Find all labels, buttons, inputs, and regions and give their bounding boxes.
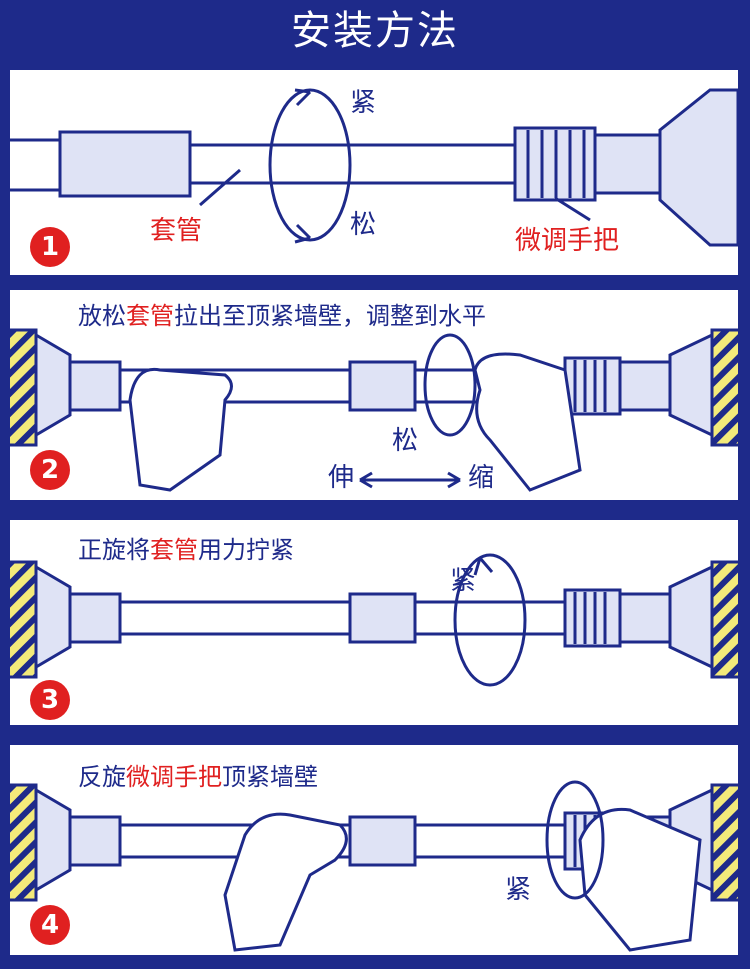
loose-label: 松 (392, 426, 419, 456)
step-4-text-b: 微调手把 (126, 763, 222, 791)
step-number-badge: 2 (30, 450, 70, 490)
shrink-label: 缩 (468, 463, 495, 493)
step-3-text-c: 用力拧紧 (198, 536, 294, 564)
tight-label: 紧 (450, 566, 477, 596)
fine-tune-handle-label: 微调手把 (515, 226, 620, 256)
step-number-badge: 1 (30, 227, 70, 267)
rod-illustration-3 (10, 553, 738, 687)
step-1-panel: 套管 紧 松 微调手把 1 (10, 70, 738, 275)
rod-illustration-4 (10, 780, 738, 952)
loose-label: 松 (350, 210, 377, 240)
page-title: 安装方法 (291, 8, 459, 54)
step-2-instruction: 放松套管拉出至顶紧墙壁，调整到水平 (78, 304, 486, 328)
step-3-text-a: 正旋将 (78, 536, 150, 564)
step-number-badge: 3 (30, 680, 70, 720)
step-4-panel: 反旋微调手把顶紧墙壁 紧 4 (10, 745, 738, 955)
sleeve-label: 套管 (150, 216, 203, 246)
rod-illustration-2 (10, 328, 738, 492)
tight-label: 紧 (350, 88, 377, 118)
step-4-instruction: 反旋微调手把顶紧墙壁 (78, 765, 318, 789)
step-3-panel: 正旋将套管用力拧紧 紧 3 (10, 520, 738, 725)
step-2-panel: 放松套管拉出至顶紧墙壁，调整到水平 松 伸 缩 2 (10, 290, 738, 500)
step-3-text-b: 套管 (150, 536, 198, 564)
step-3-instruction: 正旋将套管用力拧紧 (78, 538, 294, 562)
rod-illustration-1 (10, 88, 738, 247)
step-2-text-a: 放松 (78, 302, 126, 330)
step-number-badge: 4 (30, 905, 70, 945)
step-4-text-c: 顶紧墙壁 (222, 763, 318, 791)
step-2-text-b: 套管 (126, 302, 174, 330)
extend-label: 伸 (328, 463, 355, 493)
step-2-text-c: 拉出至顶紧墙壁，调整到水平 (174, 302, 486, 330)
step-4-text-a: 反旋 (78, 763, 126, 791)
tight-label: 紧 (505, 875, 532, 905)
